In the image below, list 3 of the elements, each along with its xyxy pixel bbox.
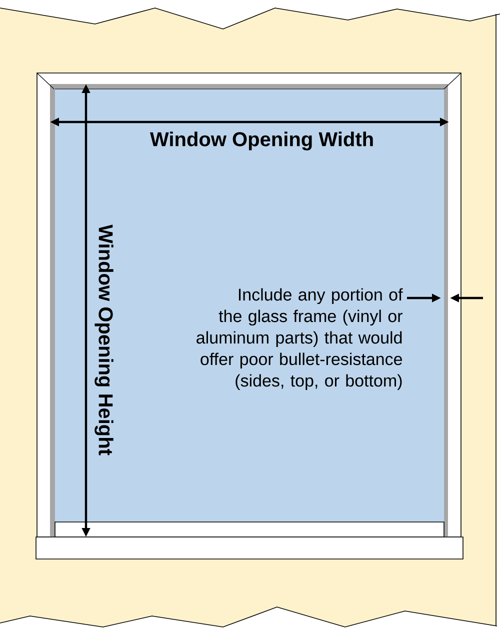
note-text: Include any portion of the glass frame (vinyl or aluminum parts) that would offer poor bullet-resistance (sides, top, or bottom): [196, 288, 403, 390]
dimension-label: Window Opening Height: [94, 224, 114, 456]
dimension-label: Window Opening Width: [150, 132, 373, 150]
